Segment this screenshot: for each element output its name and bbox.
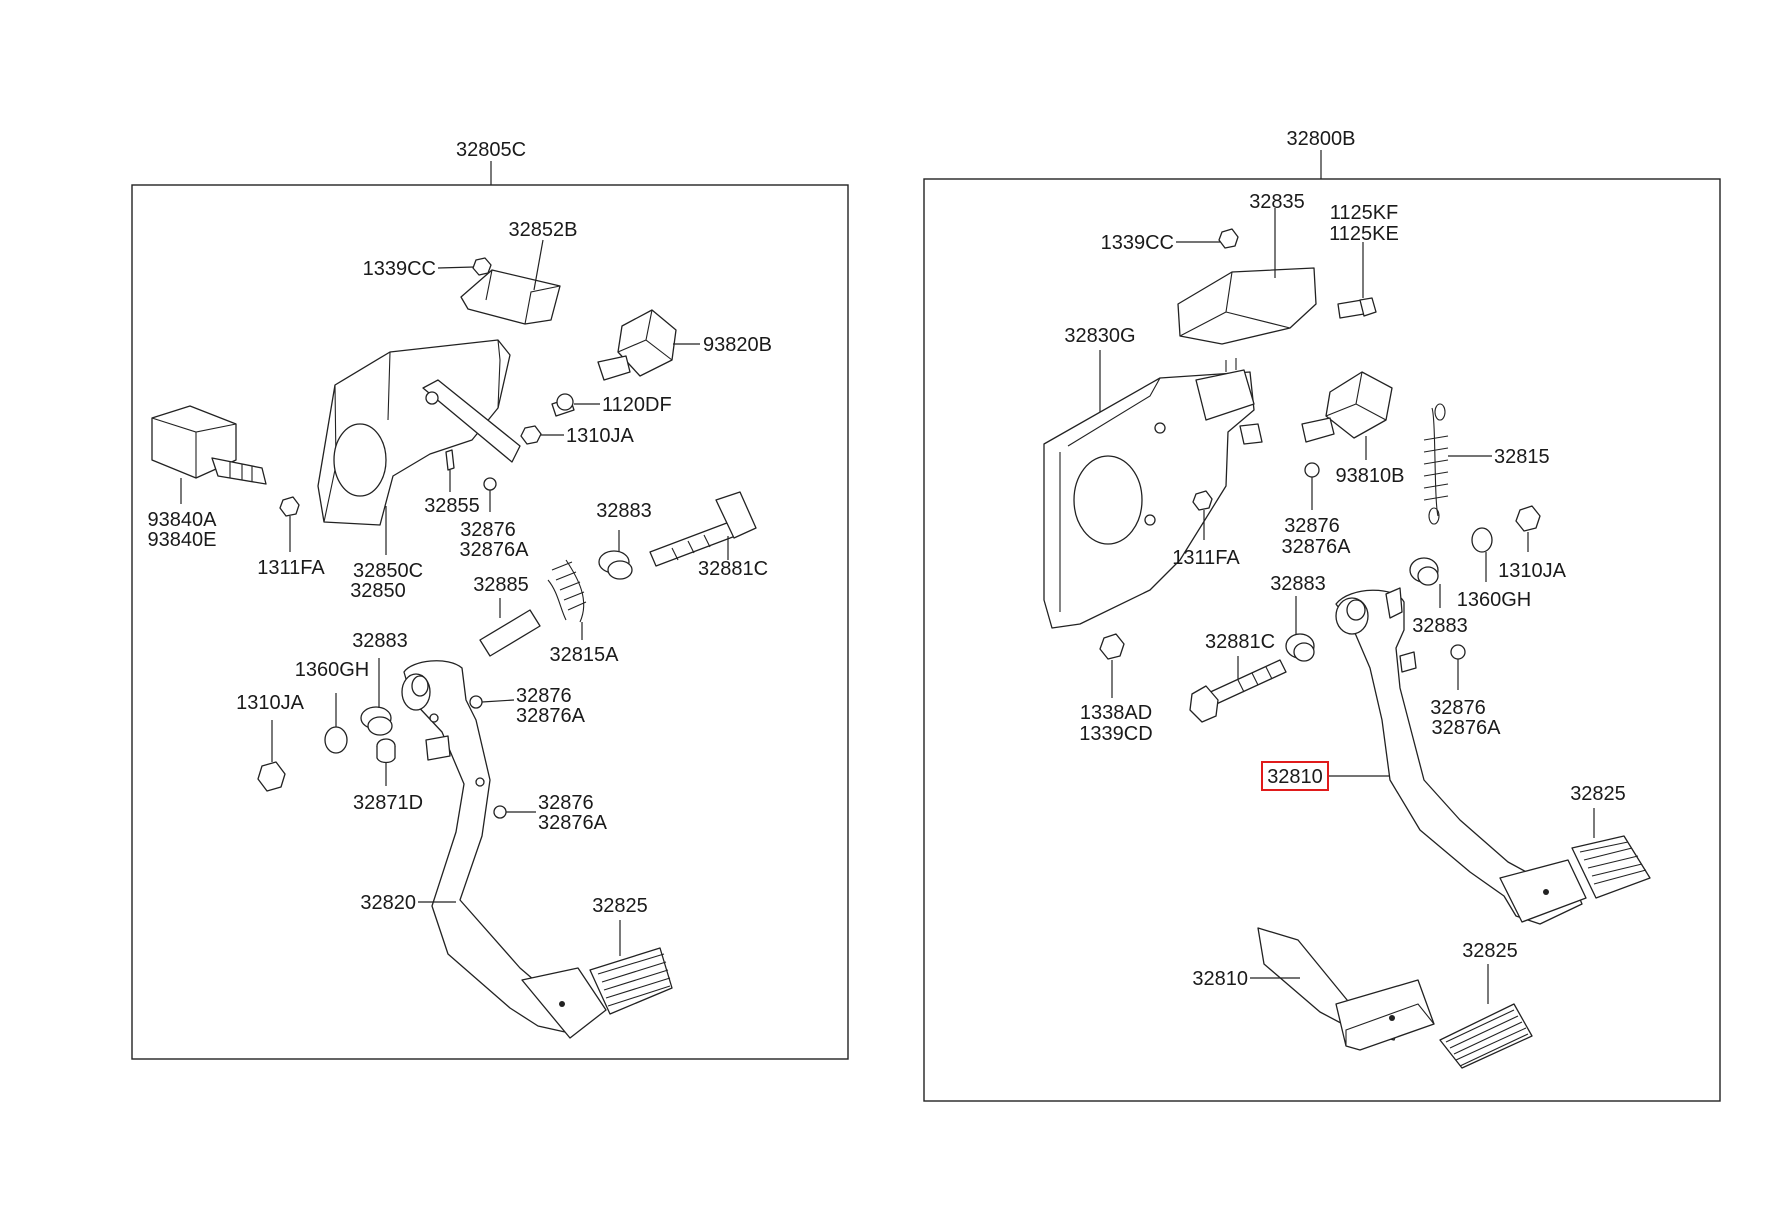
label-1339cc-right[interactable]: 1339CC [1101,232,1174,254]
label-32876a-c[interactable]: 32876A [538,812,608,834]
label-32835[interactable]: 32835 [1249,191,1305,213]
label-1311fa-right[interactable]: 1311FA [1172,547,1240,569]
left-panel-frame [131,184,849,1060]
label-32876-a[interactable]: 32876 [460,519,516,541]
bush-32883-right-b[interactable] [1285,633,1315,662]
stop-switch-93820b[interactable] [597,309,677,381]
spring-32815[interactable] [1423,403,1449,525]
label-93840e[interactable]: 93840E [148,529,217,551]
bush-32871d[interactable] [376,738,396,764]
bracket-32852b[interactable] [460,269,561,325]
pipe-32885[interactable] [479,609,541,657]
label-1339cc[interactable]: 1339CC [363,258,436,280]
bush-32883-mid[interactable] [360,706,393,736]
label-32876-right-b[interactable]: 32876 [1430,697,1486,719]
bush-32876-right-b[interactable] [1450,644,1466,660]
pedal-pad-32825-left[interactable] [589,947,673,1015]
member-32830g[interactable] [1043,358,1263,629]
label-32871d[interactable]: 32871D [353,792,423,814]
label-32815a[interactable]: 32815A [550,644,620,666]
label-32825-right-a[interactable]: 32825 [1570,783,1626,805]
nut-1338ad[interactable] [1099,633,1125,660]
bush-32883-top[interactable] [598,550,633,580]
nut-1310ja-mid[interactable] [257,761,286,792]
label-1360gh[interactable]: 1360GH [295,659,370,681]
label-32852b[interactable]: 32852B [509,219,578,241]
label-32850[interactable]: 32850 [350,580,406,602]
label-32881c-right[interactable]: 32881C [1205,631,1275,653]
label-32876a-right-b[interactable]: 32876A [1432,717,1502,739]
label-1310ja-mid[interactable]: 1310JA [236,692,304,714]
label-32876-right-a[interactable]: 32876 [1284,515,1340,537]
bolt-1125[interactable] [1337,297,1377,319]
selected-part-highlight [1261,761,1329,791]
label-32881c[interactable]: 32881C [698,558,768,580]
pedal-bracket-32850[interactable] [317,339,521,526]
label-32876a-a[interactable]: 32876A [460,539,530,561]
bolt-32881c[interactable] [649,491,757,567]
bush-32876-b[interactable] [469,695,483,709]
bush-32876-a[interactable] [483,477,497,491]
spring-32815a[interactable] [547,559,587,623]
pedal-pad-32825-right-b[interactable] [1439,1003,1533,1069]
stud-32855[interactable] [445,449,455,471]
label-93820b[interactable]: 93820B [703,334,772,356]
washer-1360gh-right[interactable] [1471,527,1493,553]
label-32825-left[interactable]: 32825 [592,895,648,917]
switch-93840[interactable] [151,405,267,485]
label-93810b[interactable]: 93810B [1336,465,1405,487]
bolt-1120df[interactable] [551,393,575,417]
label-32820[interactable]: 32820 [360,892,416,914]
nut-1339cc[interactable] [472,257,492,276]
label-32876-b[interactable]: 32876 [516,685,572,707]
pedal-arm-32820[interactable] [401,660,607,1039]
left-assembly-label[interactable]: 32805C [456,139,526,161]
switch-93810b[interactable] [1301,371,1393,443]
nut-1311fa-right[interactable] [1192,490,1213,511]
left-panel: 32805C 32852B 1339CC 93840A 93840 [131,139,849,1060]
bracket-32835[interactable] [1177,267,1317,345]
nut-1310ja-right[interactable] [1515,505,1541,532]
pedal-arm-32810-selected[interactable] [1335,587,1587,925]
right-assembly-label[interactable]: 32800B [1287,128,1356,150]
label-1339cd[interactable]: 1339CD [1079,723,1152,745]
right-panel: 32800B 32835 1339CC 1125KF 1125KE [923,128,1721,1102]
label-32876a-right-a[interactable]: 32876A [1282,536,1352,558]
label-1120df[interactable]: 1120DF [602,394,672,416]
nut-1310ja-top[interactable] [520,425,542,445]
label-32815[interactable]: 32815 [1494,446,1550,468]
label-32883-mid[interactable]: 32883 [352,630,408,652]
label-32876-c[interactable]: 32876 [538,792,594,814]
label-1338ad[interactable]: 1338AD [1080,702,1152,724]
bush-32876-right-a[interactable] [1304,462,1320,478]
label-32810-selected[interactable]: 32810 [1267,766,1323,788]
nut-1339cc-right[interactable] [1218,228,1239,249]
bush-32883-right-a[interactable] [1409,557,1439,586]
label-32883-right-a[interactable]: 32883 [1412,615,1468,637]
label-1310ja-top[interactable]: 1310JA [566,425,634,447]
label-32876a-b[interactable]: 32876A [516,705,586,727]
right-panel-frame [923,178,1721,1102]
label-32810[interactable]: 32810 [1192,968,1248,990]
bush-32876-c[interactable] [493,805,507,819]
label-93840a[interactable]: 93840A [148,509,218,531]
label-32883-right-b[interactable]: 32883 [1270,573,1326,595]
label-32830g[interactable]: 32830G [1064,325,1135,347]
label-32825-right-b[interactable]: 32825 [1462,940,1518,962]
label-1360gh-right[interactable]: 1360GH [1457,589,1532,611]
label-1311fa[interactable]: 1311FA [257,557,325,579]
label-32855[interactable]: 32855 [424,495,480,517]
washer-1360gh[interactable] [324,726,348,754]
label-1125kf[interactable]: 1125KF [1330,202,1399,224]
bolt-32881c-right[interactable] [1189,659,1287,723]
label-1125ke[interactable]: 1125KE [1329,223,1399,245]
nut-1311fa[interactable] [279,496,300,517]
label-1310ja-right[interactable]: 1310JA [1498,560,1566,582]
pedal-pad-32825-right-a[interactable] [1571,835,1651,899]
pedal-arm-32810[interactable] [1257,927,1435,1051]
label-32885[interactable]: 32885 [473,574,529,596]
label-32850c[interactable]: 32850C [353,560,423,582]
label-32883-top[interactable]: 32883 [596,500,652,522]
